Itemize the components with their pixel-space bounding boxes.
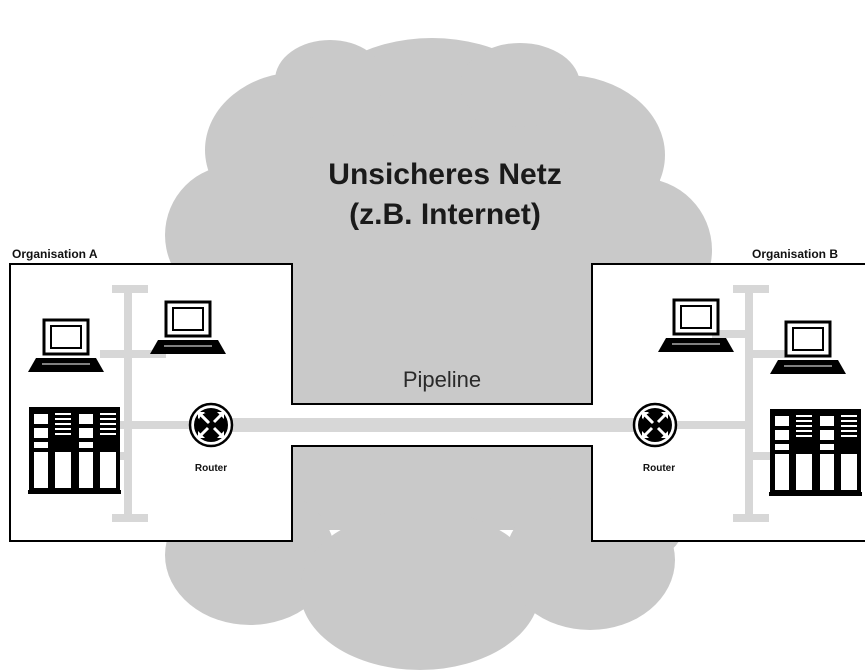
org-b-lan (660, 285, 785, 522)
org-a-server-icon (27, 407, 77, 495)
org-a-router-label: Router (195, 463, 227, 474)
cloud-title-line2: (z.B. Internet) (349, 198, 541, 231)
org-b-label: Organisation B (752, 247, 838, 261)
pipeline-label: Pipeline (403, 367, 481, 392)
org-b-server-2-icon (813, 409, 863, 497)
pipeline-link (230, 418, 640, 432)
org-b-box (591, 263, 865, 542)
org-b-router-icon (632, 402, 678, 448)
pipeline-channel (230, 403, 640, 447)
org-b-router-label: Router (643, 463, 675, 474)
org-a-server-2-icon (72, 407, 122, 495)
org-a-label: Organisation A (12, 247, 98, 261)
org-a-router-icon (188, 402, 234, 448)
cloud-title-line1: Unsicheres Netz (328, 158, 561, 191)
org-b-server-icon (768, 409, 818, 497)
org-a-box (9, 263, 293, 542)
